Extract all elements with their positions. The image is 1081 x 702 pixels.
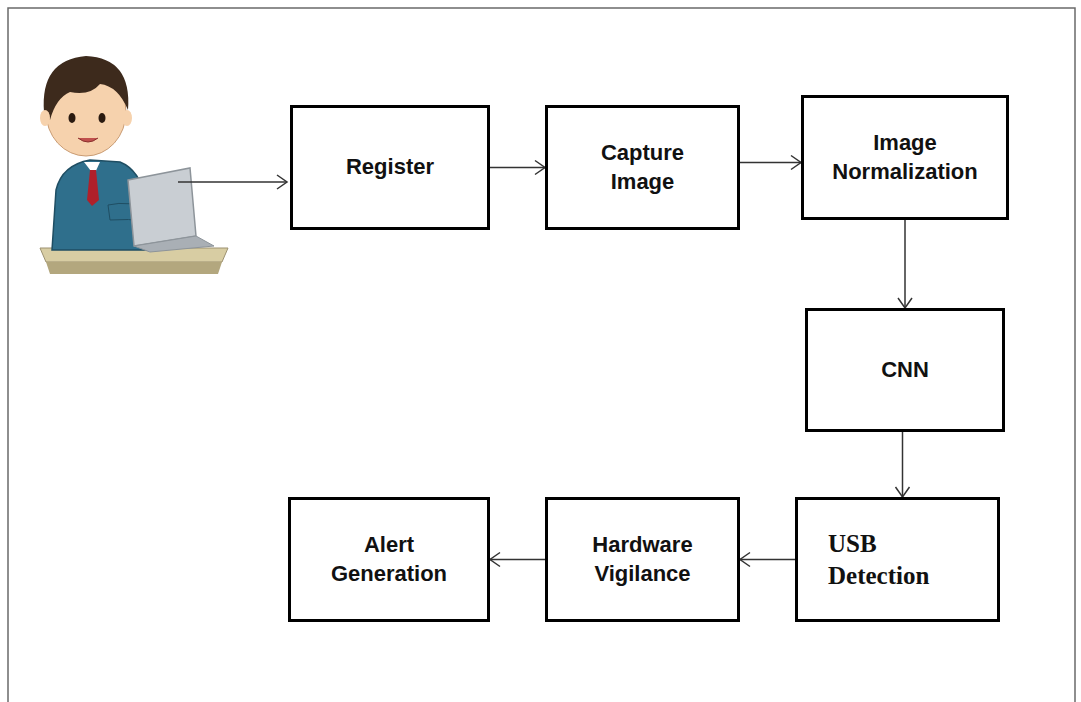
connector-line [902, 432, 904, 497]
process-box: Alert Generation [288, 497, 490, 622]
connector-line [490, 559, 545, 561]
connector-line [740, 559, 795, 561]
box-label: CNN [881, 356, 929, 385]
flow-arrow [740, 553, 795, 567]
connector-line [904, 220, 906, 308]
box-label: USB Detection [828, 528, 953, 591]
flow-arrow [896, 432, 910, 497]
arrow-head [898, 298, 912, 308]
connector-line [740, 162, 801, 164]
box-label: Image Normalization [816, 129, 994, 186]
user-arrow [178, 175, 287, 189]
connector-line [490, 167, 545, 169]
process-box: Hardware Vigilance [545, 497, 740, 622]
box-label: Register [346, 153, 434, 182]
box-label: Alert Generation [327, 531, 452, 588]
frame-border [8, 8, 1075, 702]
process-box: CNN [805, 308, 1005, 432]
arrow-head [791, 156, 801, 170]
arrow-head [896, 487, 910, 497]
process-box: Register [290, 105, 490, 230]
arrow-head [490, 553, 500, 567]
flow-arrow [898, 220, 912, 308]
box-label: Hardware Vigilance [585, 531, 700, 588]
flow-arrow [490, 553, 545, 567]
box-label: Capture Image [583, 139, 703, 196]
process-box: Capture Image [545, 105, 740, 230]
process-box: Image Normalization [801, 95, 1009, 220]
arrow-head [740, 553, 750, 567]
process-box: USB Detection [795, 497, 1000, 622]
user-illustration [40, 56, 228, 274]
flow-arrow [490, 161, 545, 175]
flow-arrow [740, 156, 801, 170]
arrow-head [535, 161, 545, 175]
